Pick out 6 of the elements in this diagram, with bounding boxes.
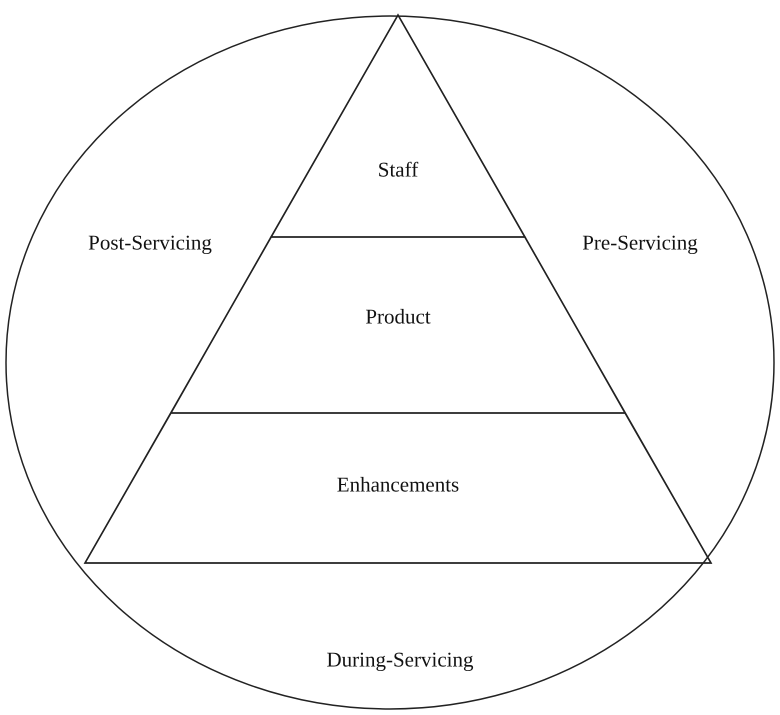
layer-label: Product bbox=[365, 304, 431, 330]
layer-label: Enhancements bbox=[336, 472, 460, 498]
region-label: During-Servicing bbox=[326, 648, 474, 672]
region-label: Pre-Servicing bbox=[582, 230, 698, 256]
region-label: Post-Servicing bbox=[88, 230, 212, 256]
layer-label: Staff bbox=[378, 158, 418, 182]
